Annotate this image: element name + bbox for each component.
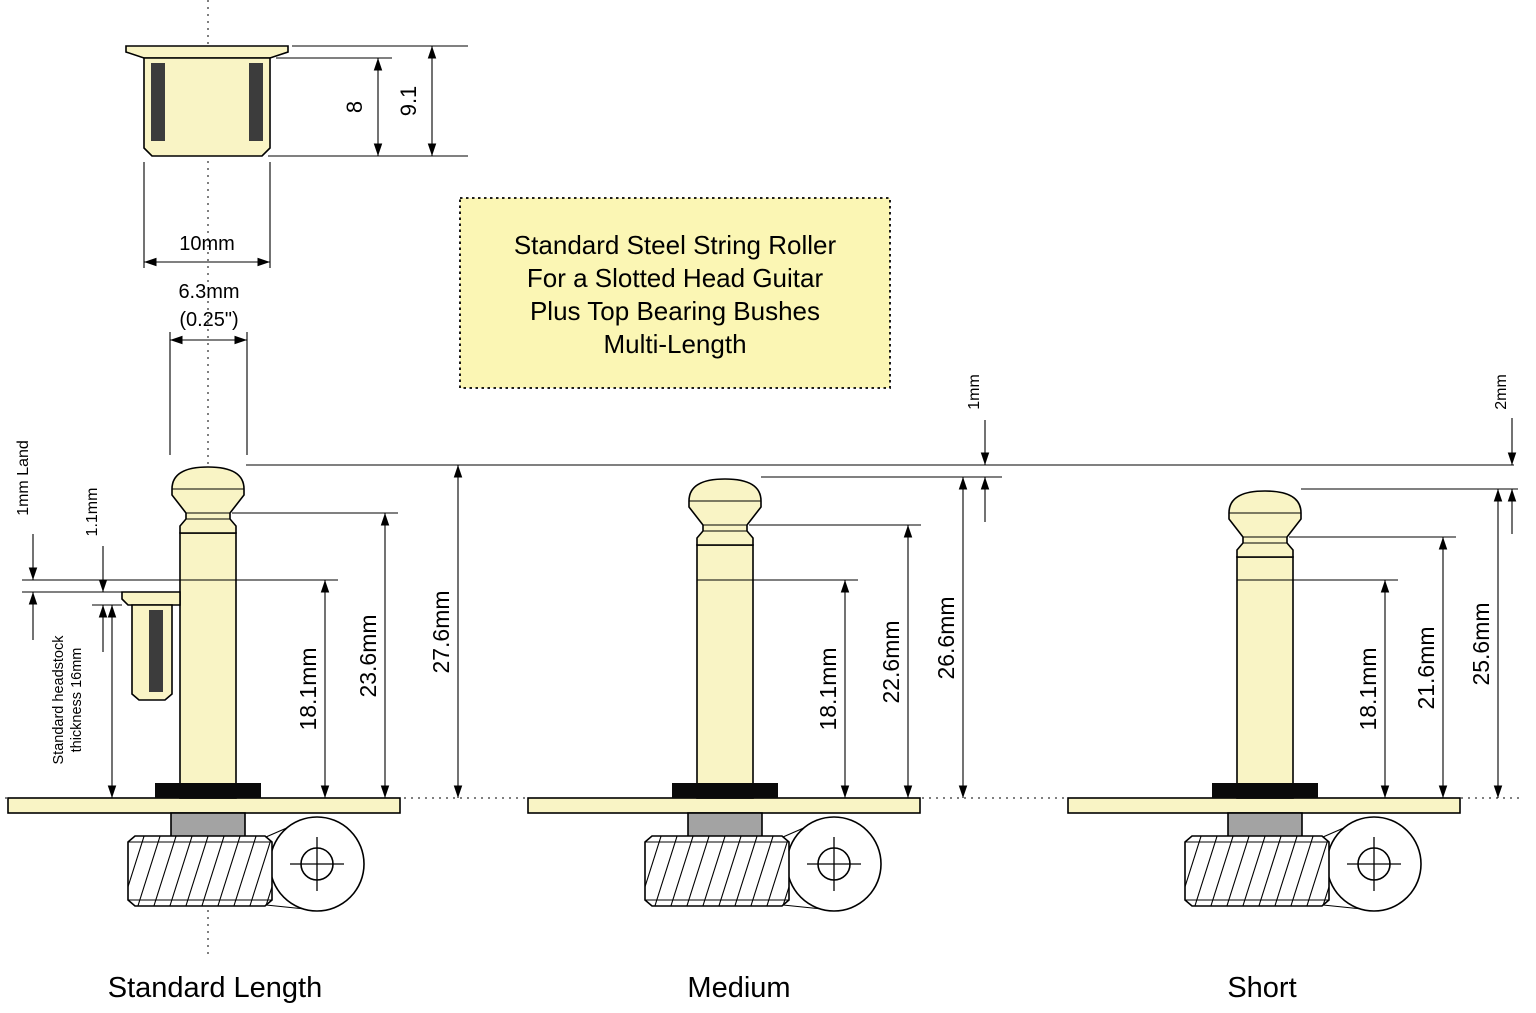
top-bearing-bush: [121, 591, 181, 701]
note-line-3: Plus Top Bearing Bushes: [530, 296, 820, 326]
dim-label-9-1: 9.1: [396, 86, 421, 117]
dims-standard: 18.1mm 23.6mm 27.6mm 1mm Land 1.1mm Stan…: [15, 440, 463, 798]
headstock-plate: [7, 797, 401, 814]
roller-knob-medium: [688, 478, 762, 546]
roller-medium: [527, 478, 921, 912]
dim-short-collar: 21.6mm: [1413, 626, 1439, 709]
label-short: Short: [1227, 972, 1296, 1004]
label-headstock-1: Standard headstock: [51, 635, 67, 765]
dims-medium: 18.1mm 22.6mm 26.6mm 1mm: [697, 374, 1002, 798]
dim-label-10mm: 10mm: [179, 233, 235, 255]
roller-shaft: [696, 544, 754, 799]
bush-section-view: [125, 45, 289, 157]
dim-flange-thickness: 1.1mm: [84, 488, 101, 537]
roller-short: [1067, 490, 1461, 912]
bush-section-slot-right: [249, 63, 263, 141]
dim-short-shaft: 18.1mm: [1355, 647, 1381, 730]
roller-shaft: [1236, 556, 1294, 799]
note-box-border: [459, 197, 891, 389]
note-line-4: Multi-Length: [603, 329, 746, 359]
bush-body: [143, 57, 271, 157]
dim-label-8: 8: [342, 101, 367, 113]
note-line-2: For a Slotted Head Guitar: [527, 263, 824, 293]
dim-standard-shaft: 18.1mm: [295, 647, 321, 730]
dim-land: 1mm Land: [15, 440, 32, 516]
headstock-plate: [1067, 797, 1461, 814]
headstock-plate: [527, 797, 921, 814]
dims-short: 18.1mm 21.6mm 25.6mm 2mm: [1237, 374, 1518, 798]
dim-medium-total: 26.6mm: [933, 596, 959, 679]
dim-standard-collar: 23.6mm: [355, 614, 381, 697]
dim-medium-offset: 1mm: [966, 374, 983, 410]
label-headstock-2: thickness 16mm: [69, 648, 85, 753]
note-box: Standard Steel String Roller For a Slott…: [459, 197, 891, 389]
roller-knob-short: [1228, 490, 1302, 558]
dim-label-quarter-inch: (0.25"): [179, 309, 238, 331]
roller-shaft: [179, 532, 237, 799]
dim-label-6-3mm: 6.3mm: [178, 281, 239, 303]
label-medium: Medium: [687, 972, 790, 1004]
bush-dimensions: 8 9.1 10mm 6.3mm (0.25"): [143, 45, 468, 455]
bush-flange: [125, 45, 289, 59]
dim-short-total: 25.6mm: [1468, 602, 1494, 685]
dim-medium-collar: 22.6mm: [878, 620, 904, 703]
label-standard-length: Standard Length: [108, 972, 322, 1004]
roller-knob-standard: [171, 466, 245, 534]
roller-standard: [7, 466, 401, 912]
dim-standard-total: 27.6mm: [428, 590, 454, 673]
dim-short-offset: 2mm: [1493, 374, 1510, 410]
note-line-1: Standard Steel String Roller: [514, 230, 837, 260]
bush-section-slot-left: [151, 63, 165, 141]
dim-medium-shaft: 18.1mm: [815, 647, 841, 730]
